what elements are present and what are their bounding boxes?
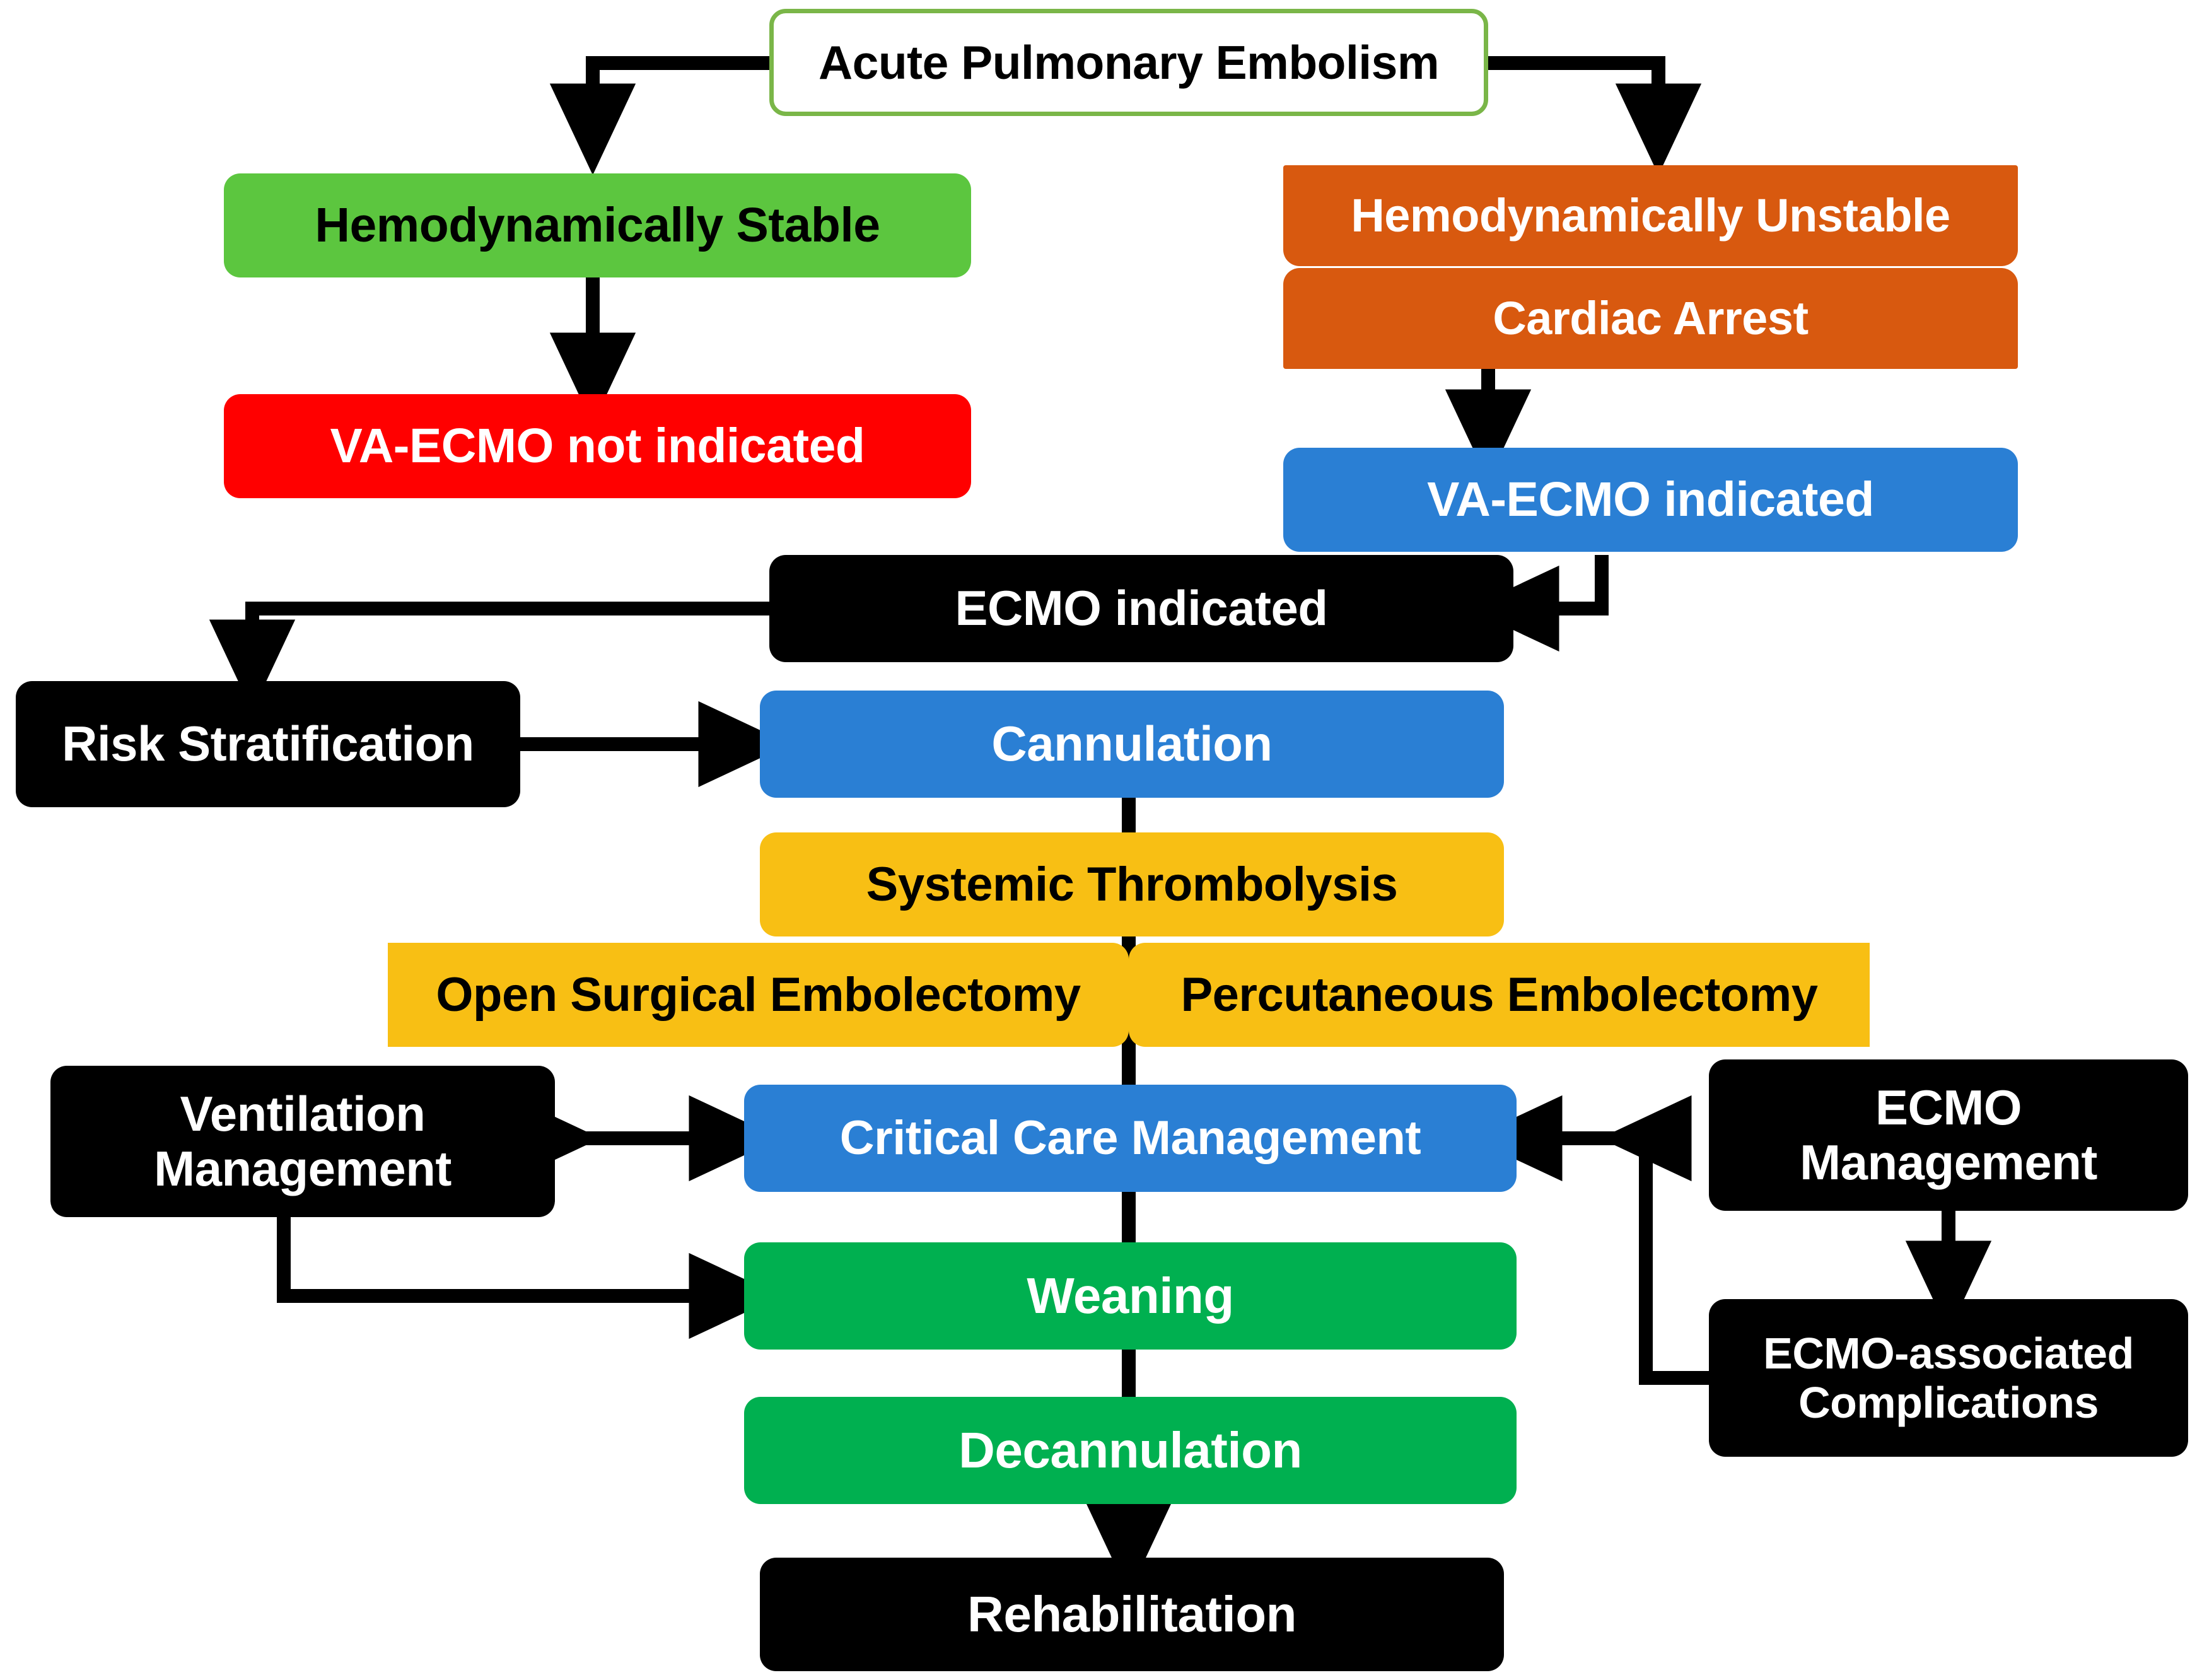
node-label: Weaning (1027, 1268, 1234, 1324)
node-risk-stratification[interactable]: Risk Stratification (16, 681, 520, 807)
node-weaning[interactable]: Weaning (744, 1242, 1517, 1350)
node-systemic-thrombolysis[interactable]: Systemic Thrombolysis (760, 832, 1504, 936)
node-label: Rehabilitation (967, 1586, 1296, 1643)
node-label: ECMO Management (1800, 1079, 2097, 1190)
node-ecmo-associated-complications[interactable]: ECMO-associated Complications (1709, 1299, 2188, 1457)
node-acute-pulmonary-embolism[interactable]: Acute Pulmonary Embolism (769, 9, 1488, 116)
node-percutaneous-embolectomy[interactable]: Percutaneous Embolectomy (1129, 943, 1870, 1047)
node-label: Open Surgical Embolectomy (436, 967, 1081, 1022)
node-rehabilitation[interactable]: Rehabilitation (760, 1558, 1504, 1671)
edge-ecmo-to-risk (209, 602, 771, 711)
node-label: Cannulation (991, 716, 1273, 772)
node-label: Critical Care Management (839, 1111, 1421, 1165)
node-ecmo-indicated[interactable]: ECMO indicated (769, 555, 1513, 662)
edge-ape-to-stable (549, 56, 771, 175)
node-ecmo-management[interactable]: ECMO Management (1709, 1059, 2188, 1211)
node-open-surgical-embolectomy[interactable]: Open Surgical Embolectomy (388, 943, 1129, 1047)
node-label: VA-ECMO not indicated (330, 419, 865, 474)
node-label: Risk Stratification (62, 716, 474, 772)
node-label: Acute Pulmonary Embolism (818, 36, 1440, 89)
node-label: Hemodynamically Unstable (1351, 189, 1950, 242)
node-label: Hemodynamically Stable (315, 198, 880, 253)
node-label: Decannulation (958, 1422, 1302, 1479)
node-label: ECMO-associated Complications (1763, 1328, 2134, 1427)
edge-indicated-to-ecmo (1467, 555, 1609, 652)
node-cannulation[interactable]: Cannulation (760, 691, 1504, 798)
edge-ape-to-unstable (1488, 56, 1702, 175)
node-cardiac-arrest[interactable]: Cardiac Arrest (1283, 268, 2018, 369)
node-label: Ventilation Management (154, 1085, 451, 1196)
node-decannulation[interactable]: Decannulation (744, 1397, 1517, 1504)
node-label: VA-ECMO indicated (1427, 472, 1874, 527)
node-label: ECMO indicated (955, 580, 1328, 636)
node-hemodynamically-unstable[interactable]: Hemodynamically Unstable (1283, 165, 2018, 266)
node-label: Percutaneous Embolectomy (1180, 967, 1818, 1022)
node-va-ecmo-not-indicated[interactable]: VA-ECMO not indicated (224, 394, 971, 498)
node-label: Systemic Thrombolysis (866, 857, 1398, 911)
node-ventilation-management[interactable]: Ventilation Management (50, 1066, 555, 1217)
node-hemodynamically-stable[interactable]: Hemodynamically Stable (224, 173, 971, 277)
node-va-ecmo-indicated[interactable]: VA-ECMO indicated (1283, 448, 2018, 552)
node-label: Cardiac Arrest (1493, 291, 1809, 344)
node-critical-care-management[interactable]: Critical Care Management (744, 1085, 1517, 1192)
edge-complications-to-ccm (1639, 1138, 1709, 1385)
